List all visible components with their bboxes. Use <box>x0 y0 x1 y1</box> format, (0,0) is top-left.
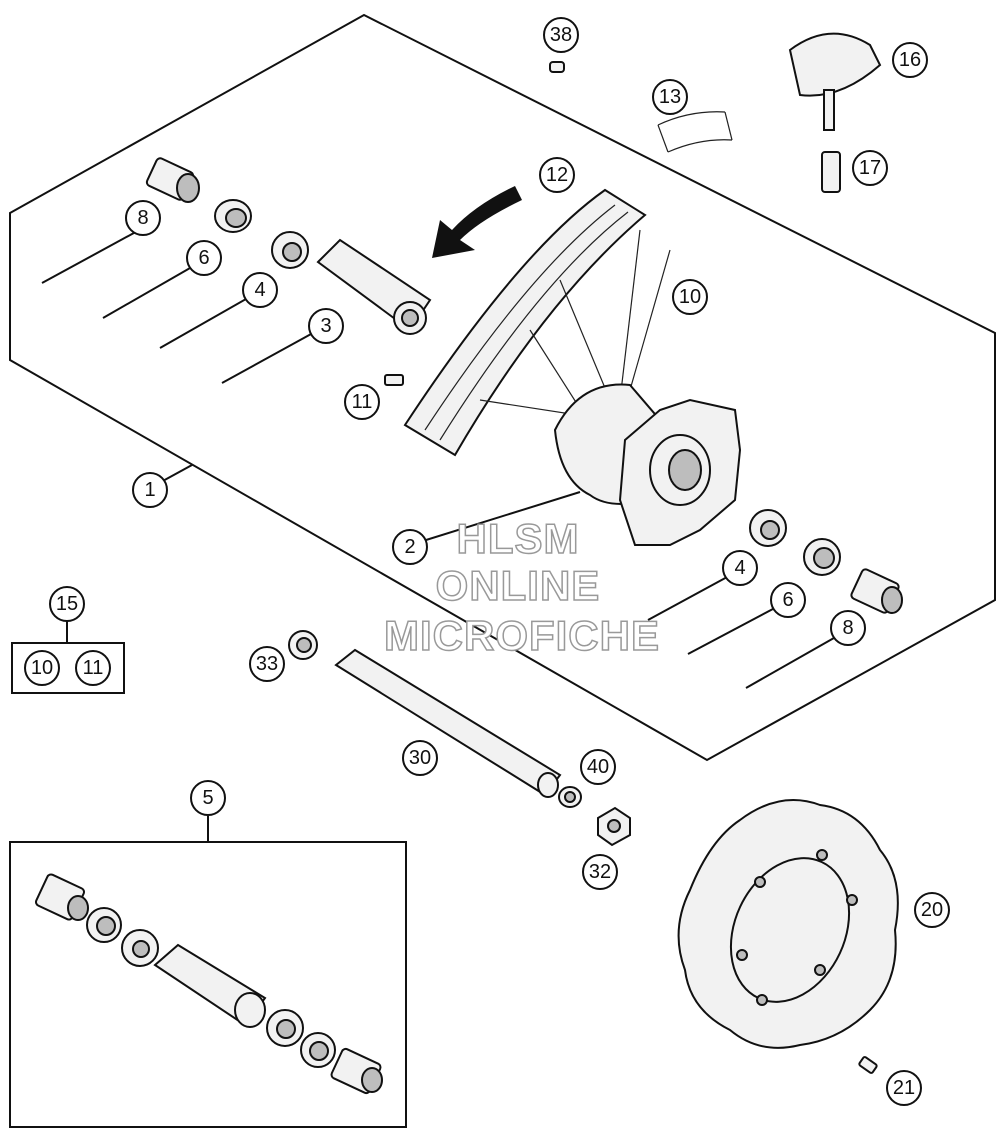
svg-text:8: 8 <box>842 617 853 639</box>
svg-text:5: 5 <box>202 787 213 809</box>
brake-disc-20 <box>677 799 899 1049</box>
callout-13: 13 <box>652 79 688 115</box>
callout-8-right: 8 <box>830 610 866 646</box>
watermark-line-3: MICROFICHE <box>384 612 660 659</box>
callout-6-right: 6 <box>770 582 806 618</box>
svg-text:32: 32 <box>589 861 611 883</box>
callout-10: 10 <box>672 279 708 315</box>
callout-20: 20 <box>914 892 950 928</box>
spacer-tube-3 <box>316 238 432 335</box>
callout-15: 15 <box>49 586 85 622</box>
svg-text:4: 4 <box>254 279 265 301</box>
callout-33: 33 <box>249 646 285 682</box>
kit-5-parts <box>35 873 383 1095</box>
rim-12 <box>403 188 647 457</box>
svg-text:11: 11 <box>352 391 373 413</box>
rim-tape-13 <box>657 111 733 153</box>
svg-text:6: 6 <box>198 247 209 269</box>
rotation-arrow-icon <box>432 186 522 258</box>
callout-8-left: 8 <box>125 200 161 236</box>
watermark-line-1: HLSM <box>457 515 580 562</box>
svg-text:10: 10 <box>679 286 701 308</box>
callout-17: 17 <box>852 150 888 186</box>
leader-lines <box>41 227 849 842</box>
callout-38: 38 <box>543 17 579 53</box>
callout-11-kit: 11 <box>75 650 111 686</box>
bearing-4-right <box>749 509 787 547</box>
callout-4-left: 4 <box>242 272 278 308</box>
callout-6-left: 6 <box>186 240 222 276</box>
spacer-8-right <box>850 568 903 614</box>
svg-text:38: 38 <box>550 24 572 46</box>
assembly-outline <box>9 13 996 762</box>
watermark-line-2: ONLINE <box>436 562 601 609</box>
svg-text:30: 30 <box>409 747 431 769</box>
callout-30: 30 <box>402 740 438 776</box>
svg-text:11: 11 <box>83 657 104 679</box>
svg-text:20: 20 <box>921 899 943 921</box>
callout-1: 1 <box>132 472 168 508</box>
washer-40 <box>558 786 582 808</box>
axle-30 <box>334 648 562 798</box>
svg-text:4: 4 <box>734 557 745 579</box>
callout-2: 2 <box>392 529 428 565</box>
repair-kit-box <box>11 642 125 694</box>
valve-cap-38 <box>549 61 565 73</box>
svg-text:6: 6 <box>782 589 793 611</box>
spacer-8-left <box>145 157 200 203</box>
callout-5: 5 <box>190 780 226 816</box>
svg-text:40: 40 <box>587 756 609 778</box>
callout-10-kit: 10 <box>24 650 60 686</box>
hub-2 <box>553 383 742 546</box>
svg-text:21: 21 <box>893 1077 915 1099</box>
svg-text:13: 13 <box>659 86 681 108</box>
callout-16: 16 <box>892 42 928 78</box>
svg-text:1: 1 <box>144 479 155 501</box>
seal-6-right <box>803 538 841 576</box>
seal-33 <box>288 630 318 660</box>
svg-text:17: 17 <box>859 157 881 179</box>
callout-4-right: 4 <box>722 550 758 586</box>
callout-12: 12 <box>539 157 575 193</box>
axle-nut-32 <box>597 806 631 847</box>
svg-text:10: 10 <box>31 657 53 679</box>
callout-11: 11 <box>344 384 380 420</box>
svg-text:15: 15 <box>56 593 78 615</box>
bearing-4-left <box>271 231 309 269</box>
callout-32: 32 <box>582 854 618 890</box>
callout-40: 40 <box>580 749 616 785</box>
svg-text:8: 8 <box>137 207 148 229</box>
callout-21: 21 <box>886 1070 922 1106</box>
svg-text:3: 3 <box>320 315 331 337</box>
nipple-11 <box>384 374 404 386</box>
callout-3: 3 <box>308 308 344 344</box>
svg-text:16: 16 <box>899 49 921 71</box>
seal-6-left <box>214 199 252 233</box>
screw-21 <box>858 1056 878 1074</box>
svg-text:2: 2 <box>404 536 415 558</box>
nut-17 <box>821 151 841 193</box>
rim-lock-16 <box>788 32 882 131</box>
kit-5-box <box>9 841 407 1128</box>
svg-text:33: 33 <box>256 653 278 675</box>
svg-text:12: 12 <box>546 164 568 186</box>
